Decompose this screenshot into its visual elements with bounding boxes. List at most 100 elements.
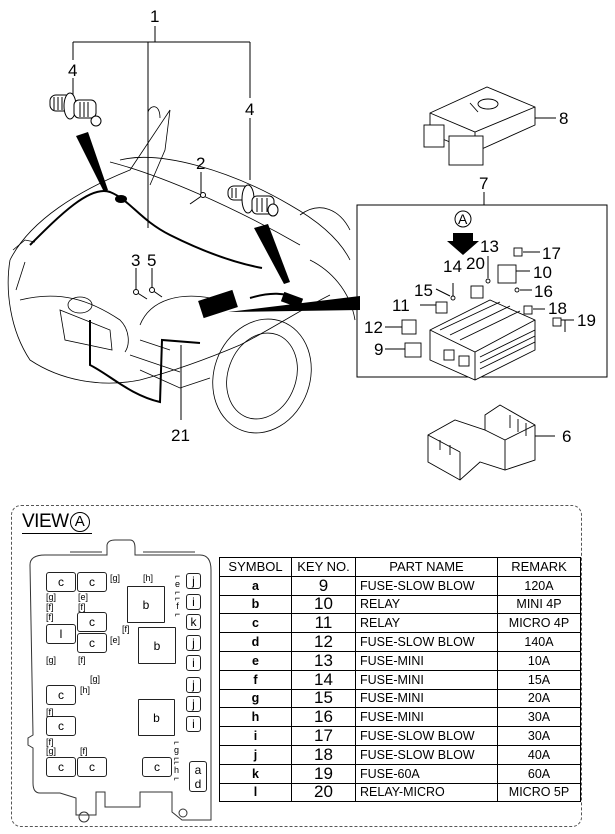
fuse-17 [513, 247, 523, 257]
callout-19: 19 [577, 311, 596, 330]
fuse-18 [523, 305, 533, 315]
relay-20 [470, 285, 484, 299]
harness-connector [115, 195, 127, 203]
fuse-label-f: [f] [46, 602, 54, 612]
slot-a-label: a [194, 762, 202, 777]
fuse-label-f: [f] [46, 612, 54, 622]
view-a-circle-marker: A [69, 512, 90, 532]
bolt-3 [133, 289, 148, 300]
slot-c: c [142, 757, 172, 777]
fuse-label-h: [h] [143, 573, 154, 583]
callout-1: 1 [150, 7, 160, 26]
callout-11: 11 [392, 296, 410, 315]
fusebox-cover [423, 86, 536, 166]
callout-21: 21 [171, 426, 190, 445]
fuse-label-h: [h] [80, 685, 91, 695]
relay-11 [435, 301, 448, 314]
slot-c: c [77, 612, 107, 632]
view-a-title-text: VIEW [22, 511, 69, 532]
callout-6: 6 [562, 427, 572, 446]
symbol-cell: h [219, 707, 292, 728]
symbol-cell: a [219, 575, 292, 596]
key-no-cell: 13 [291, 650, 356, 671]
header-part-name: PART NAME [355, 557, 498, 577]
remark-cell: 20A [497, 688, 581, 709]
callout-7: 7 [479, 174, 489, 193]
bulb-socket-right [227, 184, 279, 217]
slot-j: j [186, 677, 201, 693]
remark-cell: 15A [497, 669, 581, 690]
view-marker-a: A [458, 211, 468, 227]
fuse-label-e: [e] [110, 635, 121, 645]
callout-16: 16 [534, 282, 553, 301]
remark-cell: 140A [497, 632, 581, 652]
key-no-cell: 20 [291, 782, 356, 803]
part-name-cell: RELAY [355, 613, 498, 634]
callout-15: 15 [414, 281, 433, 300]
part-name-cell: RELAY [355, 594, 498, 615]
fuse-label-f: ⌐f⌐ [174, 593, 181, 619]
view-a-title-underline [22, 533, 92, 534]
part-name-cell: FUSE-MINI [355, 669, 498, 690]
fuse-label-e: ⌐e⌐ [174, 571, 181, 597]
remark-cell: 10A [497, 650, 581, 671]
fuse-label-g: [g] [46, 592, 57, 602]
fuse-label-f: [f] [80, 746, 88, 756]
slot-j: j [186, 696, 201, 712]
fuse-label-f: [f] [46, 707, 54, 717]
header-key-no: KEY NO. [291, 557, 356, 577]
symbol-cell: j [219, 744, 292, 765]
remark-cell: 30A [497, 707, 581, 728]
symbol-cell: g [219, 688, 292, 709]
fuse-label-f: [f] [46, 737, 54, 747]
callout-3: 3 [131, 251, 141, 270]
fusebox-body [429, 299, 536, 381]
part-name-cell: FUSE-MINI [355, 688, 498, 709]
remark-cell: 60A [497, 763, 581, 784]
harness-box [198, 289, 238, 319]
fuse-13 [485, 278, 491, 284]
part-name-cell: FUSE-MINI [355, 650, 498, 671]
view-a-panel [11, 505, 582, 827]
fuse-label-f: [f] [78, 655, 86, 665]
fuse-label-g: [g] [46, 746, 57, 756]
fuse-16 [514, 287, 520, 293]
fuse-label-f: [f] [122, 624, 130, 634]
header-symbol: SYMBOL [219, 557, 292, 577]
fuse-label-g: [g] [110, 573, 121, 583]
relay-10 [497, 264, 517, 284]
key-no-cell: 10 [291, 594, 356, 615]
callout-18: 18 [548, 299, 567, 318]
callout-10: 10 [533, 263, 552, 282]
part-name-cell: FUSE-SLOW BLOW [355, 632, 498, 652]
remark-cell: MINI 4P [497, 594, 581, 615]
bolt-2 [189, 192, 206, 205]
part-name-cell: FUSE-SLOW BLOW [355, 726, 498, 746]
part-name-cell: FUSE-SLOW BLOW [355, 744, 498, 765]
part-name-cell: FUSE-SLOW BLOW [355, 575, 498, 596]
leader-wedge-left [76, 132, 108, 192]
remark-cell: 30A [497, 726, 581, 746]
callout-4-left: 4 [68, 61, 78, 80]
key-no-cell: 17 [291, 726, 356, 746]
down-arrow-icon [447, 233, 479, 255]
view-a-marker [454, 210, 472, 228]
fuse-9 [404, 342, 422, 358]
callout-4-right: 4 [245, 100, 255, 119]
fuse-label-g: [g] [90, 674, 101, 684]
slot-k: k [186, 614, 201, 630]
key-no-cell: 18 [291, 744, 356, 765]
slot-i: i [186, 594, 201, 610]
harness-connector-right [280, 291, 304, 309]
fuse-label-g: ⌐g⌐ [173, 737, 180, 763]
callout-9: 9 [374, 340, 384, 359]
